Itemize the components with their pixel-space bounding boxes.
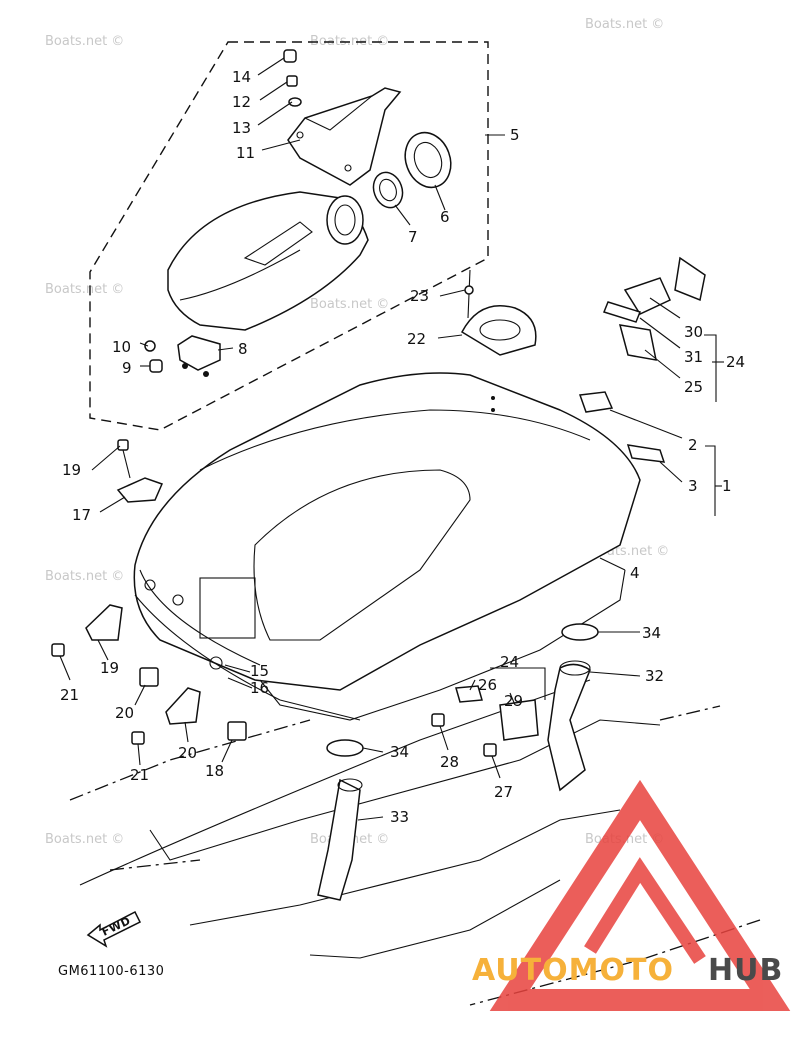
callout-label: 18 (205, 762, 224, 780)
callout-label: 15 (250, 662, 269, 680)
callout-label: 25 (684, 378, 703, 396)
callout-label: 10 (112, 338, 131, 356)
handle-plate-part (461, 269, 537, 356)
callout-label: 28 (440, 753, 459, 771)
watermark: Boats.net © (45, 34, 124, 49)
strip-parts (578, 391, 666, 463)
diagram-code: GM61100-6130 (58, 964, 164, 979)
callout-label: 14 (232, 68, 251, 86)
brand-wordmark: AUTOMOTO HUB (472, 953, 783, 988)
small-bracket-part (144, 335, 221, 377)
lower-hardware (431, 685, 539, 757)
callout-label: 8 (238, 340, 248, 358)
callout-label: 4 (630, 564, 640, 582)
callout-label: 11 (236, 144, 255, 162)
callout-label: 17 (72, 506, 91, 524)
leader-lines (59, 57, 724, 821)
callout-label: 12 (232, 93, 251, 111)
callout-label: 34 (642, 624, 661, 642)
callout-label: 33 (390, 808, 409, 826)
watermark: Boats.net © (45, 282, 124, 297)
watermark: Boats.net © (310, 297, 389, 312)
callout-label: 26 (478, 676, 497, 694)
hood-body-part (133, 372, 641, 721)
callout-label: 1 (722, 477, 732, 495)
callout-label: 29 (504, 692, 523, 710)
bolt-stack (283, 49, 302, 107)
watermark: Boats.net © (45, 832, 124, 847)
ring-part (372, 131, 452, 209)
callout-label: 27 (494, 783, 513, 801)
brand-text-primary: AUTOMOTO (472, 953, 674, 988)
callout-label: 6 (440, 208, 450, 226)
callout-label: 31 (684, 348, 703, 366)
brand-logo (489, 779, 791, 1011)
callout-label: 13 (232, 119, 251, 137)
fwd-label: FWD (100, 914, 133, 939)
brand-text-secondary: HUB (708, 953, 783, 988)
brand-triangle-mark (489, 779, 791, 1011)
callout-label: 2 (688, 436, 698, 454)
watermark: Boats.net © (585, 17, 664, 32)
upper-cover-part (167, 191, 369, 331)
bracket-part (287, 87, 402, 186)
subassembly-boundary (89, 41, 489, 431)
callout-label: 20 (115, 704, 134, 722)
callout-label: 24 (726, 353, 745, 371)
hose-part (317, 660, 591, 901)
brand-triangle-inner (584, 857, 706, 964)
cover-plate-part (116, 439, 164, 503)
callout-label: 20 (178, 744, 197, 762)
callout-label: 23 (410, 287, 429, 305)
callout-label: 24 (500, 653, 519, 671)
callout-label: 22 (407, 330, 426, 348)
callout-label: 21 (60, 686, 79, 704)
latch-parts (603, 256, 706, 361)
callout-label: 21 (130, 766, 149, 784)
callout-label: 3 (688, 477, 698, 495)
callout-label: 19 (100, 659, 119, 677)
callout-label: 30 (684, 323, 703, 341)
callout-label: 32 (645, 667, 664, 685)
callout-label: 19 (62, 461, 81, 479)
callout-label: 16 (250, 679, 269, 697)
forward-arrow: FWD (86, 910, 142, 948)
callout-label: 34 (390, 743, 409, 761)
callout-label: 9 (122, 359, 132, 377)
callout-labels: 14 12 13 11 5 6 7 8 10 9 23 22 30 31 24 … (60, 68, 745, 826)
watermark: Boats.net © (45, 569, 124, 584)
clamp-part (326, 623, 599, 757)
mount-bracket-parts (51, 604, 247, 745)
callout-label: 5 (510, 126, 520, 144)
callout-label: 7 (408, 228, 418, 246)
